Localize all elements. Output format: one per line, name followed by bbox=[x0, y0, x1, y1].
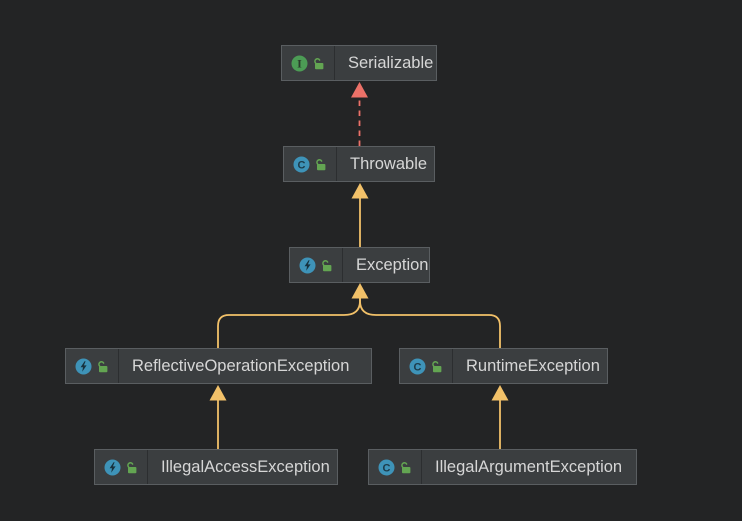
interface-icon: I bbox=[291, 55, 308, 71]
class-icon: C bbox=[293, 156, 310, 172]
node-icon-cell: C bbox=[284, 147, 337, 181]
node-icon-cell: C bbox=[400, 349, 453, 383]
unlocked-public-icon bbox=[98, 360, 108, 372]
unlocked-public-icon bbox=[314, 57, 324, 69]
node-icon-cell bbox=[95, 450, 148, 484]
unlocked-public-icon bbox=[322, 259, 332, 271]
exception-class-icon bbox=[104, 459, 121, 475]
class-name-label: RuntimeException bbox=[466, 356, 600, 375]
node-icon-cell: I bbox=[282, 46, 335, 80]
svg-text:C: C bbox=[383, 462, 391, 474]
inheritance-edge-illegalaccessexception-reflectiveoperationexception[interactable] bbox=[209, 385, 227, 449]
class-icon: C bbox=[409, 358, 426, 374]
uml-node-illegalaccessexception[interactable]: IllegalAccessException bbox=[94, 449, 338, 485]
class-name-label: ReflectiveOperationException bbox=[132, 356, 350, 375]
svg-text:C: C bbox=[298, 159, 306, 171]
node-icon-cell: C bbox=[369, 450, 422, 484]
svg-text:C: C bbox=[414, 361, 422, 373]
uml-node-exception[interactable]: Exception bbox=[289, 247, 430, 283]
inheritance-edge-exception-throwable[interactable] bbox=[351, 183, 369, 247]
class-name-label: IllegalAccessException bbox=[161, 457, 330, 476]
svg-text:I: I bbox=[297, 56, 302, 70]
unlocked-public-icon bbox=[432, 360, 442, 372]
uml-node-illegalargumentexception[interactable]: C IllegalArgumentException bbox=[368, 449, 637, 485]
unlocked-public-icon bbox=[401, 461, 411, 473]
realization-edge-throwable-serializable[interactable] bbox=[351, 82, 368, 146]
class-icon: C bbox=[378, 459, 395, 475]
uml-node-reflectiveoperationexception[interactable]: ReflectiveOperationException bbox=[65, 348, 372, 384]
class-name-label: Exception bbox=[356, 255, 429, 274]
node-icon-cell bbox=[290, 248, 343, 282]
class-name-label: Throwable bbox=[350, 154, 428, 173]
exception-class-icon bbox=[299, 257, 316, 273]
exception-class-icon bbox=[75, 358, 92, 374]
class-name-label: IllegalArgumentException bbox=[435, 457, 623, 476]
inheritance-edge-runtimeexception-exception[interactable] bbox=[351, 283, 501, 348]
uml-node-serializable[interactable]: I Serializable bbox=[281, 45, 437, 81]
inheritance-edge-illegalargumentexception-runtimeexception[interactable] bbox=[491, 385, 509, 449]
node-icon-cell bbox=[66, 349, 119, 383]
uml-node-throwable[interactable]: C Throwable bbox=[283, 146, 435, 182]
inheritance-edge-reflectiveoperationexception-exception[interactable] bbox=[217, 298, 361, 348]
unlocked-public-icon bbox=[316, 158, 326, 170]
class-name-label: Serializable bbox=[348, 53, 434, 72]
unlocked-public-icon bbox=[127, 461, 137, 473]
uml-node-runtimeexception[interactable]: C RuntimeException bbox=[399, 348, 608, 384]
